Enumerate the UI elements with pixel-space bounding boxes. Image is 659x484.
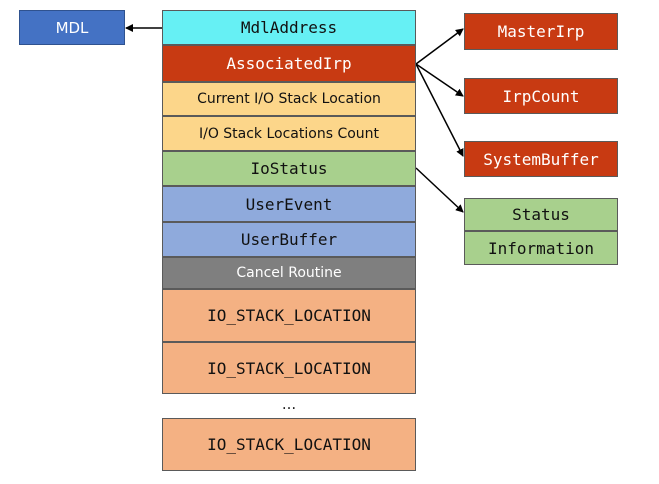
arrow-associatedirp-to-systembuffer xyxy=(415,63,464,157)
irp-stack-location-1: IO_STACK_LOCATION xyxy=(162,289,416,342)
stack-location-ellipsis: ... xyxy=(281,395,297,413)
iostatus-status-box: Status xyxy=(464,198,618,231)
arrow-associatedirp-to-masterirp xyxy=(415,28,464,65)
arrow-associatedirp-to-irpcount xyxy=(415,63,464,97)
irp-field-userbuffer: UserBuffer xyxy=(162,222,416,257)
irp-field-cancel-routine: Cancel Routine xyxy=(162,257,416,289)
irp-stack-location-2: IO_STACK_LOCATION xyxy=(162,342,416,394)
irp-field-stack-locations-count: I/O Stack Locations Count xyxy=(162,116,416,151)
masterirp-box: MasterIrp xyxy=(464,13,618,50)
irpcount-box: IrpCount xyxy=(464,78,618,114)
irp-stack-location-last: IO_STACK_LOCATION xyxy=(162,418,416,471)
mdl-box: MDL xyxy=(19,10,125,45)
arrow-iostatus-to-status xyxy=(415,167,464,213)
irp-field-associatedirp: AssociatedIrp xyxy=(162,45,416,82)
irp-field-mdladdress: MdlAddress xyxy=(162,10,416,45)
irp-field-current-stack-location: Current I/O Stack Location xyxy=(162,82,416,116)
irp-field-iostatus: IoStatus xyxy=(162,151,416,186)
systembuffer-box: SystemBuffer xyxy=(464,141,618,177)
mdl-label: MDL xyxy=(55,18,89,37)
iostatus-information-box: Information xyxy=(464,231,618,265)
irp-field-userevent: UserEvent xyxy=(162,186,416,222)
